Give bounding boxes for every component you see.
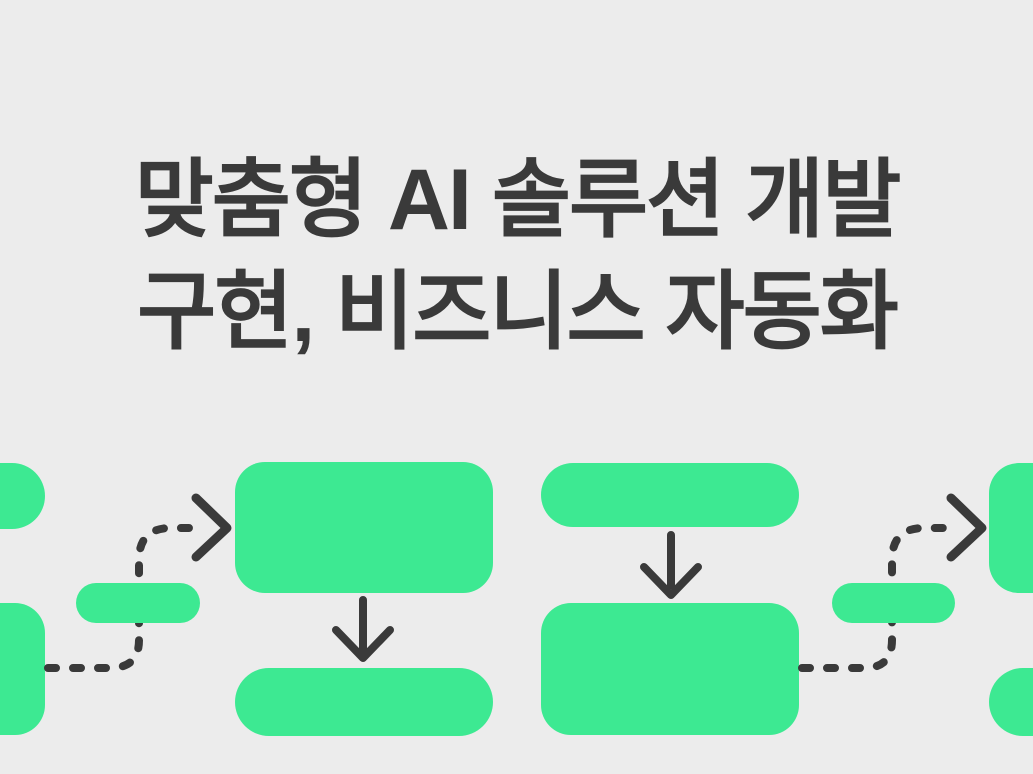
flow-box-node bbox=[235, 462, 493, 593]
flow-pill-node bbox=[235, 668, 493, 736]
arrow-right-icon bbox=[191, 493, 232, 562]
headline-line-2: 구현, 비즈니스 자동화 bbox=[137, 264, 898, 360]
arrow-right-icon bbox=[946, 493, 987, 562]
flow-box-node bbox=[0, 603, 45, 735]
flow-box-node bbox=[541, 603, 799, 735]
flow-box-node bbox=[989, 463, 1033, 593]
flow-connector-right bbox=[798, 493, 987, 672]
flow-column-box-pill bbox=[235, 462, 493, 736]
flow-small-pill-node bbox=[832, 583, 955, 623]
flow-small-pill-node bbox=[76, 583, 200, 623]
headline-line-1: 맞춤형 AI 솔루션 개발 bbox=[135, 152, 901, 248]
down-arrow-icon bbox=[640, 531, 702, 599]
flow-pill-node bbox=[989, 668, 1033, 736]
flow-column-left-partial bbox=[0, 463, 45, 735]
flow-column-right-partial bbox=[989, 463, 1033, 736]
flow-column-pill-box bbox=[541, 463, 799, 735]
flow-pill-node bbox=[541, 463, 799, 527]
flow-pill-node bbox=[0, 463, 45, 529]
down-arrow-icon bbox=[332, 596, 394, 662]
flow-connector-left bbox=[44, 493, 232, 672]
